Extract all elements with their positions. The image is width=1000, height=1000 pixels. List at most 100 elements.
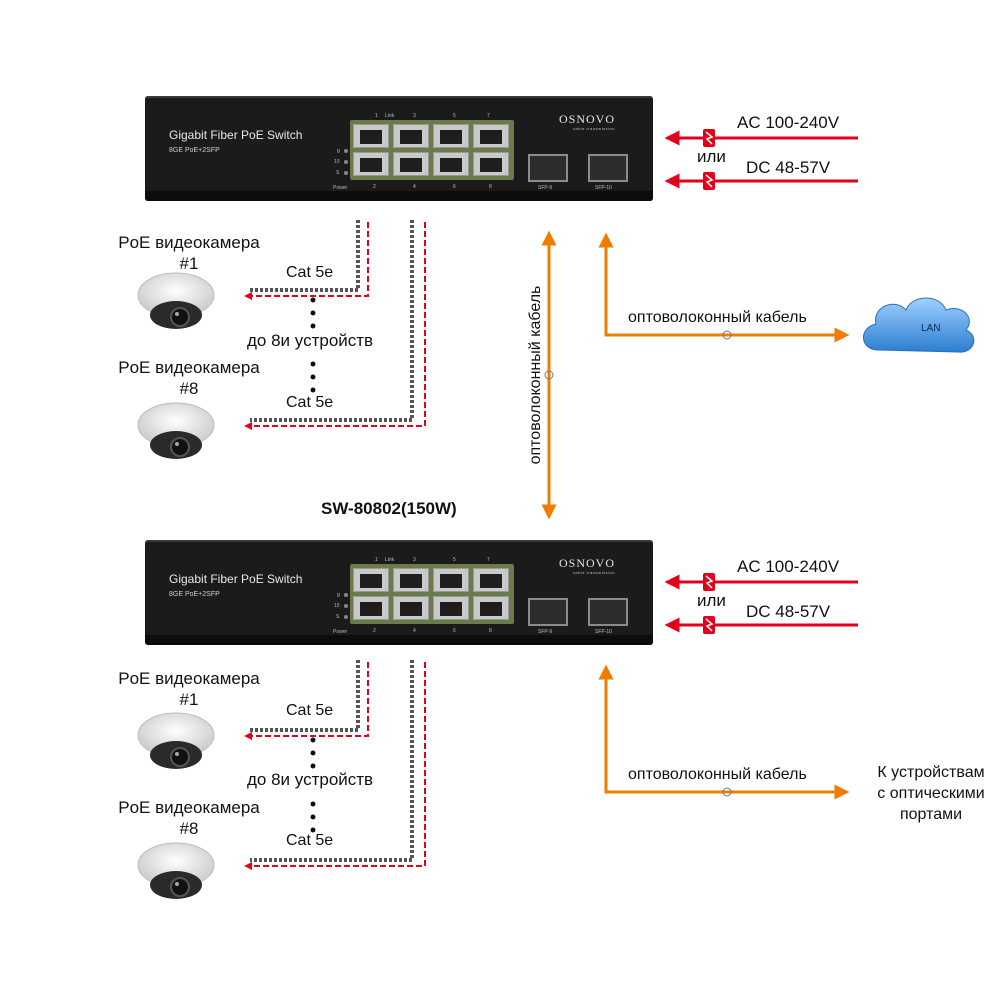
poe-power-line <box>244 222 369 300</box>
camera-lens-glint <box>175 752 179 756</box>
status-led <box>344 593 348 597</box>
port-label-3: 3 <box>413 113 416 119</box>
lightning-icon <box>705 174 714 188</box>
poe-power-line <box>244 222 426 430</box>
ellipsis-dot <box>310 737 316 743</box>
ac-power-label-bottom: AC 100-240V <box>737 557 840 576</box>
rj45-port-4 <box>393 152 429 176</box>
brand-subtitle: cable transmission <box>572 126 615 131</box>
ellipsis-dot <box>310 323 316 329</box>
status-led <box>344 604 348 608</box>
cable-label: Cat 5e <box>286 832 334 849</box>
status-led <box>344 171 348 175</box>
fiber-cable-to-lan <box>598 232 850 343</box>
port-label-3: 3 <box>413 557 416 563</box>
rj45-port-5 <box>433 124 469 148</box>
port-label-1: 1 <box>375 113 378 119</box>
rj45-port-7 <box>473 124 509 148</box>
cable-label: Cat 5e <box>286 264 334 281</box>
rj45-port-8 <box>473 152 509 176</box>
model-label: SW-80802(150W) <box>321 499 457 518</box>
port-label-2: 2 <box>373 184 376 190</box>
port-label-8: 8 <box>489 628 492 634</box>
poe-switch-bottom: Gigabit Fiber PoE Switch 8GE PoE+2SFP OS… <box>145 540 653 645</box>
fiber-connector-icon <box>722 330 732 340</box>
power-label: Power <box>333 629 348 635</box>
ellipsis-dot <box>310 801 316 807</box>
cat5e-cable <box>250 220 360 292</box>
rj45-port-bank <box>350 120 514 180</box>
led-label-10: 10 <box>334 159 340 165</box>
port-label-1: 1 <box>375 557 378 563</box>
fiber-cable-label-top: оптоволоконный кабель <box>628 309 807 326</box>
camera-lens <box>170 437 190 457</box>
switch-subtitle: 8GE PoE+2SFP <box>169 591 220 598</box>
ellipsis-dot <box>310 814 316 820</box>
rj45-port-bank <box>350 564 514 624</box>
lan-cloud-icon <box>863 297 975 353</box>
sfp-label-9: SFP-9 <box>538 185 553 191</box>
led-label-s: S <box>336 614 340 620</box>
port-label-link: Link <box>385 557 395 563</box>
cat5e-cable <box>250 660 360 732</box>
brand-subtitle: cable transmission <box>572 570 615 575</box>
rj45-port-2 <box>353 596 389 620</box>
status-led <box>344 160 348 164</box>
rj45-port-8 <box>473 596 509 620</box>
rj45-port-1 <box>353 568 389 592</box>
camera-lens-glint <box>175 442 179 446</box>
rj45-port-6 <box>433 596 469 620</box>
led-label-g: g <box>337 148 340 154</box>
led-label-s: S <box>336 170 340 176</box>
fiber-cable-label-bottom: оптоволоконный кабель <box>628 766 807 783</box>
rj45-port-2 <box>353 152 389 176</box>
ellipsis-dot <box>310 310 316 316</box>
camera-label-top-first: PoE видеокамера #1 <box>118 233 260 273</box>
switch-subtitle: 8GE PoE+2SFP <box>169 147 220 154</box>
ellipsis-dot <box>310 827 316 833</box>
power-label: Power <box>333 185 348 191</box>
sfp-port-10 <box>588 154 628 182</box>
sfp-port-10 <box>588 598 628 626</box>
destination-label-line1: К устройствам <box>877 764 985 781</box>
port-label-4: 4 <box>413 184 416 190</box>
port-label-5: 5 <box>453 557 456 563</box>
ellipsis-dot <box>310 297 316 303</box>
or-label-top: или <box>697 147 726 166</box>
lan-label: LAN <box>921 323 941 334</box>
camera-lens <box>170 307 190 327</box>
ellipsis-dot <box>310 750 316 756</box>
rj45-port-1 <box>353 124 389 148</box>
camera-lens <box>170 747 190 767</box>
switch-title: Gigabit Fiber PoE Switch <box>169 128 303 142</box>
ellipsis-dot <box>310 361 316 367</box>
poe-power-line <box>244 662 426 870</box>
port-label-5: 5 <box>453 113 456 119</box>
sfp-label-10: SFP-10 <box>595 185 612 191</box>
status-led <box>344 615 348 619</box>
lightning-icon <box>705 131 714 145</box>
rj45-port-7 <box>473 568 509 592</box>
camera-lens-glint <box>175 882 179 886</box>
sfp-label-9: SFP-9 <box>538 629 553 635</box>
port-label-6: 6 <box>453 628 456 634</box>
camera-label-bottom-last: PoE видеокамера #8 <box>118 798 260 838</box>
port-label-2: 2 <box>373 628 376 634</box>
poe-switch-top: Gigabit Fiber PoE Switch 8GE PoE+2SFP OS… <box>145 96 653 201</box>
fiber-cable-label-vertical: оптоволоконный кабель <box>527 285 544 465</box>
camera-lens-glint <box>175 312 179 316</box>
ellipsis-dot <box>310 763 316 769</box>
sfp-label-10: SFP-10 <box>595 629 612 635</box>
rj45-port-3 <box>393 568 429 592</box>
sfp-port-9 <box>528 598 568 626</box>
switch-title: Gigabit Fiber PoE Switch <box>169 572 303 586</box>
status-led <box>344 149 348 153</box>
destination-label-line2: с оптическими <box>877 785 985 802</box>
lightning-icon <box>705 575 714 589</box>
port-label-6: 6 <box>453 184 456 190</box>
cat5e-cable <box>250 220 414 422</box>
camera-label-top-last: PoE видеокамера #8 <box>118 358 260 398</box>
port-label-7: 7 <box>487 557 490 563</box>
